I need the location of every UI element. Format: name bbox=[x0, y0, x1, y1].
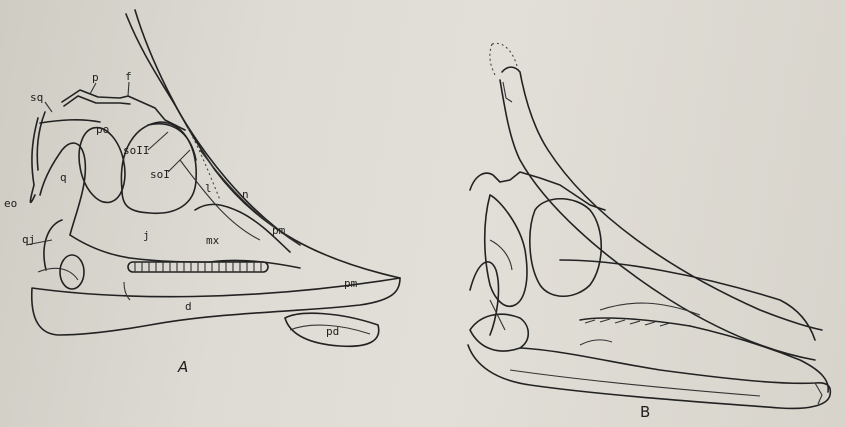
label-n: n bbox=[242, 188, 249, 201]
label-d: d bbox=[185, 300, 192, 313]
label-soI: soI bbox=[150, 168, 170, 181]
label-pd: pd bbox=[326, 325, 339, 338]
label-pm-upper: pm bbox=[272, 224, 286, 237]
label-sq: sq bbox=[30, 91, 43, 104]
label-j: j bbox=[143, 229, 150, 242]
label-soII: soII bbox=[123, 144, 150, 157]
label-p: p bbox=[92, 71, 99, 84]
label-pm-lower: pm bbox=[344, 277, 358, 290]
panel-label-b: B bbox=[640, 403, 650, 421]
label-f: f bbox=[125, 70, 132, 83]
panel-label-a: A bbox=[177, 358, 188, 376]
label-eo: eo bbox=[4, 197, 17, 210]
label-l: l bbox=[205, 182, 212, 195]
label-q: q bbox=[60, 171, 67, 184]
label-mx: mx bbox=[206, 234, 220, 247]
label-po: po bbox=[96, 123, 109, 136]
skull-drawing-a bbox=[30, 10, 400, 346]
skull-drawing-b bbox=[468, 43, 830, 408]
